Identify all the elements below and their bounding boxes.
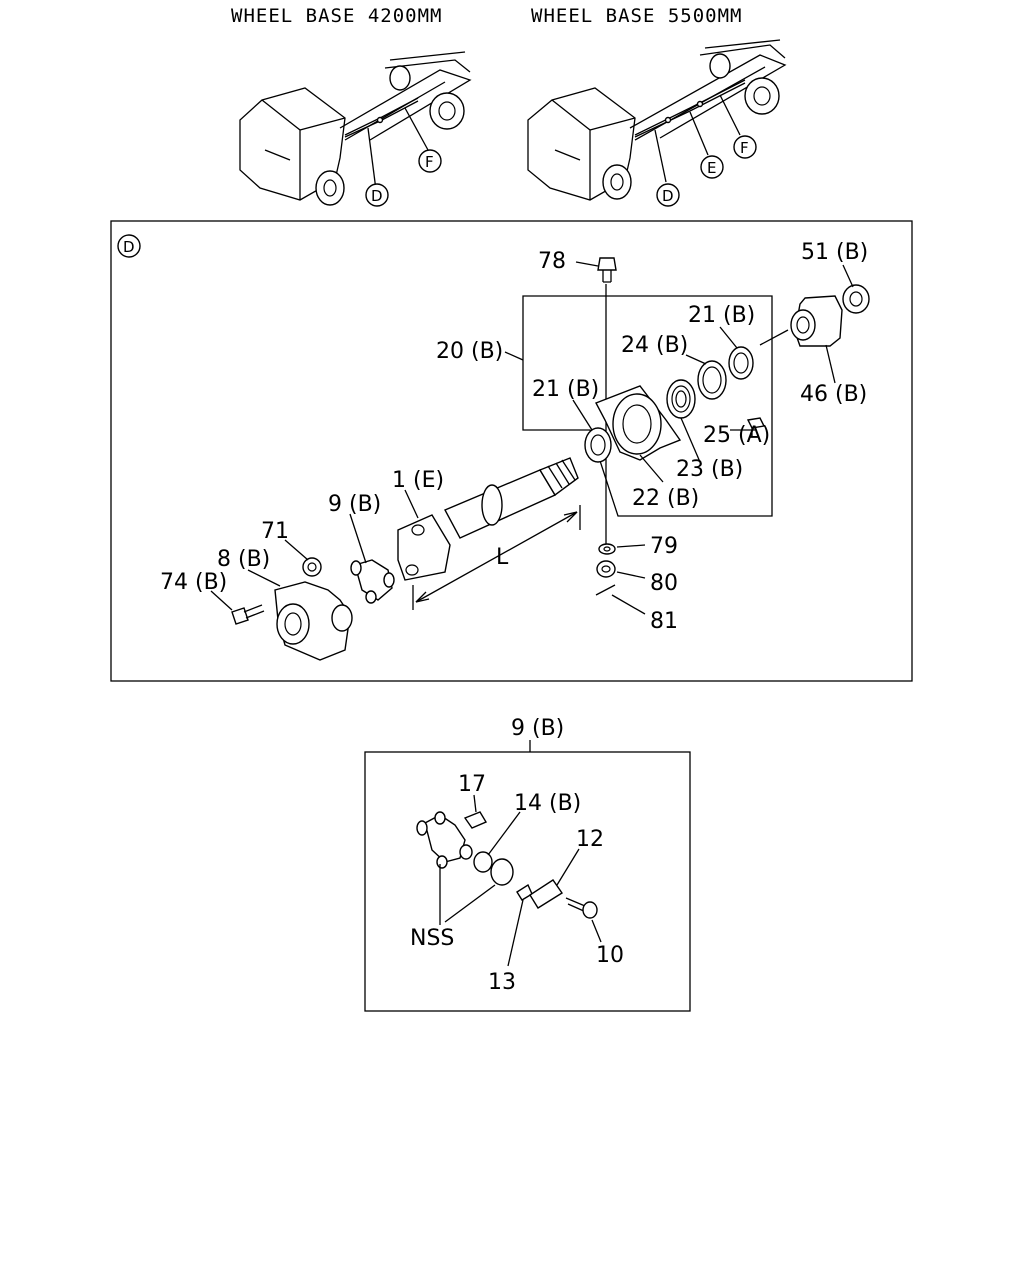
label-9: 9 (B) <box>328 492 381 517</box>
bearing-23 <box>666 379 696 419</box>
label-13: 13 <box>488 970 516 995</box>
label-23: 23 (B) <box>676 457 743 482</box>
nut-80 <box>596 560 616 578</box>
svg-text:D: D <box>371 187 383 205</box>
snap-ring-13 <box>516 883 533 901</box>
label-46: 46 (B) <box>800 382 867 407</box>
label-74: 74 (B) <box>160 570 227 595</box>
label-14: 14 (B) <box>514 791 581 816</box>
svg-text:D: D <box>123 238 135 256</box>
callout-f-right: F <box>733 135 757 159</box>
truck-illustration-4200 <box>239 51 472 206</box>
svg-text:F: F <box>740 139 749 157</box>
seal-21-lower <box>584 427 612 463</box>
label-21-upper: 21 (B) <box>688 303 755 328</box>
flange-46 <box>759 295 843 347</box>
svg-text:E: E <box>707 159 716 177</box>
leader-lines-main <box>210 261 854 615</box>
label-10: 10 <box>596 943 624 968</box>
svg-text:F: F <box>425 153 434 171</box>
grease-fitting-17 <box>463 811 488 829</box>
bolt-78 <box>597 257 617 283</box>
seal-21-upper <box>728 346 754 380</box>
label-dimension-l: L <box>496 545 509 570</box>
header-wheelbase-5500: WHEEL BASE 5500MM <box>531 5 742 27</box>
label-79: 79 <box>650 534 678 559</box>
label-1: 1 (E) <box>392 468 444 493</box>
bearing-cup-14 <box>473 851 514 886</box>
header-wheelbase-4200: WHEEL BASE 4200MM <box>231 5 442 27</box>
main-panel-frame <box>110 220 913 682</box>
nut-71 <box>302 557 322 577</box>
svg-text:D: D <box>662 187 674 205</box>
propeller-shaft-1 <box>397 457 579 581</box>
label-21-lower: 21 (B) <box>532 377 599 402</box>
section-marker-d: D <box>117 234 141 258</box>
spider-cross <box>416 811 473 869</box>
detail-title-9: 9 (B) <box>511 716 564 741</box>
bearing-housing-22 <box>595 385 682 461</box>
leader-lines-detail <box>439 794 602 967</box>
label-22: 22 (B) <box>632 486 699 511</box>
callout-e-right: E <box>700 155 724 179</box>
label-20: 20 (B) <box>436 339 503 364</box>
collar-24 <box>697 360 727 400</box>
label-17: 17 <box>458 772 486 797</box>
nut-51 <box>842 284 870 314</box>
bolt-74 <box>231 604 265 625</box>
bolt-10 <box>565 897 598 919</box>
callout-d-right: D <box>656 183 680 207</box>
label-80: 80 <box>650 571 678 596</box>
label-51: 51 (B) <box>801 240 868 265</box>
label-nss: NSS <box>410 926 454 951</box>
label-8: 8 (B) <box>217 547 270 572</box>
grease-nipple-25 <box>746 417 766 436</box>
label-81: 81 <box>650 609 678 634</box>
pin-81 <box>595 584 616 596</box>
detail-panel-frame <box>364 751 691 1012</box>
dimension-l <box>412 505 581 610</box>
center-bearing-bracket-box <box>522 295 773 517</box>
label-25: 25 (A) <box>703 423 770 448</box>
washer-79 <box>598 543 616 555</box>
label-78: 78 <box>538 249 566 274</box>
callout-d-left: D <box>365 183 389 207</box>
universal-joint-9 <box>350 559 395 604</box>
label-12: 12 <box>576 827 604 852</box>
flange-yoke-8 <box>274 581 353 661</box>
truck-illustration-5500 <box>527 39 787 201</box>
label-71: 71 <box>261 519 289 544</box>
lock-plate-12 <box>529 879 563 909</box>
callout-f-left: F <box>418 149 442 173</box>
label-24: 24 (B) <box>621 333 688 358</box>
